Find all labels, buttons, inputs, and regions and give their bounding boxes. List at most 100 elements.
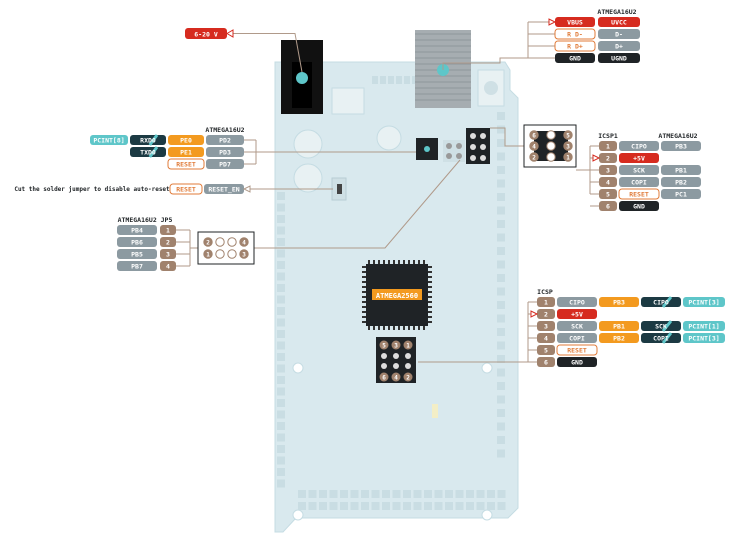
jp5-num-3: 4 xyxy=(166,263,170,271)
icsp1-name-5-box xyxy=(619,201,659,211)
jp5-name-3: PB7 xyxy=(131,263,143,271)
icsp1-header-pin: 1 xyxy=(566,154,570,161)
icsp1-name-4: RESET xyxy=(629,191,649,199)
serial-pcint-box xyxy=(90,135,128,145)
icsp1-name-1-box xyxy=(619,153,659,163)
icsp-name-0: CIPO xyxy=(569,299,585,307)
icsp-port-3-box xyxy=(599,333,639,343)
icsp1-num-5: 6 xyxy=(606,203,610,211)
serial-port-2: RESET xyxy=(176,161,196,169)
icsp-header-pin: 6 xyxy=(382,374,386,381)
serial-func-1: TXD0 xyxy=(140,149,156,157)
icsp1-num-3-box xyxy=(599,177,617,187)
icsp-header-pin: 1 xyxy=(406,342,410,349)
icsp1-num-3: 4 xyxy=(606,179,610,187)
icsp-func-2: SCK xyxy=(655,323,667,331)
usb-right-3-box xyxy=(598,53,640,63)
mounting-holes xyxy=(292,362,493,521)
icsp-title: ICSP xyxy=(537,288,553,296)
usb-right-0-box xyxy=(598,17,640,27)
reset-note: Cut the solder jumper to disable auto-re… xyxy=(14,186,170,193)
icsp1-num-4-box xyxy=(599,189,617,199)
icsp1-title: ICSP1 xyxy=(598,132,618,140)
jp5-name-1: PB6 xyxy=(131,239,143,247)
usb-left-0: VBUS xyxy=(567,19,583,27)
icsp-num-5-box xyxy=(537,357,555,367)
jp5-num-2: 3 xyxy=(166,251,170,259)
icsp1-num-5-box xyxy=(599,201,617,211)
icsp1-pin-4-box xyxy=(661,189,701,199)
icsp-num-3: 4 xyxy=(544,335,548,343)
usb-right-1-box xyxy=(598,29,640,39)
power-input: 6-20 V xyxy=(185,28,234,39)
icsp1-name-3: COPI xyxy=(631,179,647,187)
icsp1-name-2: SCK xyxy=(633,167,645,175)
icsp-pcint-2: PCINT[1] xyxy=(688,323,719,331)
jp5-num-1: 2 xyxy=(166,239,170,247)
icsp-num-4: 5 xyxy=(544,347,548,355)
jp5-name-0-box xyxy=(117,225,157,235)
icsp-header-pin: 3 xyxy=(394,342,398,349)
icsp1-name-3-box xyxy=(619,177,659,187)
serial-port-0-box xyxy=(168,135,204,145)
usb-left-1-box xyxy=(554,28,596,40)
serial-pin-1-box xyxy=(206,147,244,157)
icsp-pcint-3: PCINT[3] xyxy=(688,335,719,343)
usb-right-3: UGND xyxy=(611,55,627,63)
jp5-num-0-box xyxy=(160,225,176,235)
icsp-num-5: 6 xyxy=(544,359,548,367)
reset-left: RESET xyxy=(176,186,196,194)
icsp1-pin-0-box xyxy=(661,141,701,151)
icsp-num-1: 2 xyxy=(544,311,548,319)
usb-right-2-box xyxy=(598,41,640,51)
jp5-header-pin: 1 xyxy=(206,251,210,258)
reset-left-box xyxy=(169,183,203,195)
icsp-num-1-box xyxy=(537,309,555,319)
icsp-port-0-box xyxy=(599,297,639,307)
serial-port-2-box xyxy=(167,158,205,170)
icsp1-name-5: GND xyxy=(633,203,645,211)
usb-left-2-box xyxy=(554,40,596,52)
power-jack-marker xyxy=(296,72,308,84)
reset-right: RESET_EN xyxy=(208,186,239,194)
icsp-name-4-box xyxy=(556,344,598,356)
icsp1-name-2-box xyxy=(619,165,659,175)
serial-port-0: PE0 xyxy=(180,137,192,145)
icsp-pcint-0-box xyxy=(683,297,725,307)
usb-title: ATMEGA16U2 xyxy=(597,8,636,16)
icsp-port-2: PB1 xyxy=(613,323,625,331)
icsp-pcint-2-box xyxy=(683,321,725,331)
usb-left-0-box xyxy=(555,17,595,27)
icsp1-name-1: +5V xyxy=(633,155,645,163)
icsp-header-pin: 2 xyxy=(406,374,410,381)
icsp-name-1-box xyxy=(557,309,597,319)
board: ATMEGA2560 xyxy=(274,30,519,533)
serial-func-0: RXD0 xyxy=(140,137,156,145)
icsp1-num-0: 1 xyxy=(606,143,610,151)
icsp-port-3: PB2 xyxy=(613,335,625,343)
icsp1-name-4-box xyxy=(618,188,660,200)
icsp1-name-0: CIPO xyxy=(631,143,647,151)
serial-pin-0: PD2 xyxy=(219,137,231,145)
icsp-pcint-3-box xyxy=(683,333,725,343)
serial-pin-2: PD7 xyxy=(219,161,231,169)
icsp-name-2-box xyxy=(557,321,597,331)
serial-port-1: PE1 xyxy=(180,149,192,157)
icsp-name-3-box xyxy=(557,333,597,343)
icsp1-header-pin: 2 xyxy=(532,154,536,161)
icsp1-num-0-box xyxy=(599,141,617,151)
icsp-name-5: GND xyxy=(571,359,583,367)
icsp-pcint-0: PCINT[3] xyxy=(688,299,719,307)
icsp-num-0-box xyxy=(537,297,555,307)
jp5-name-0: PB4 xyxy=(131,227,143,235)
icsp1-subtitle: ATMEGA16U2 xyxy=(658,132,697,140)
icsp1-pin-4: PC1 xyxy=(675,191,687,199)
usb-right-1: D- xyxy=(615,31,623,39)
jp5-name-1-box xyxy=(117,237,157,247)
